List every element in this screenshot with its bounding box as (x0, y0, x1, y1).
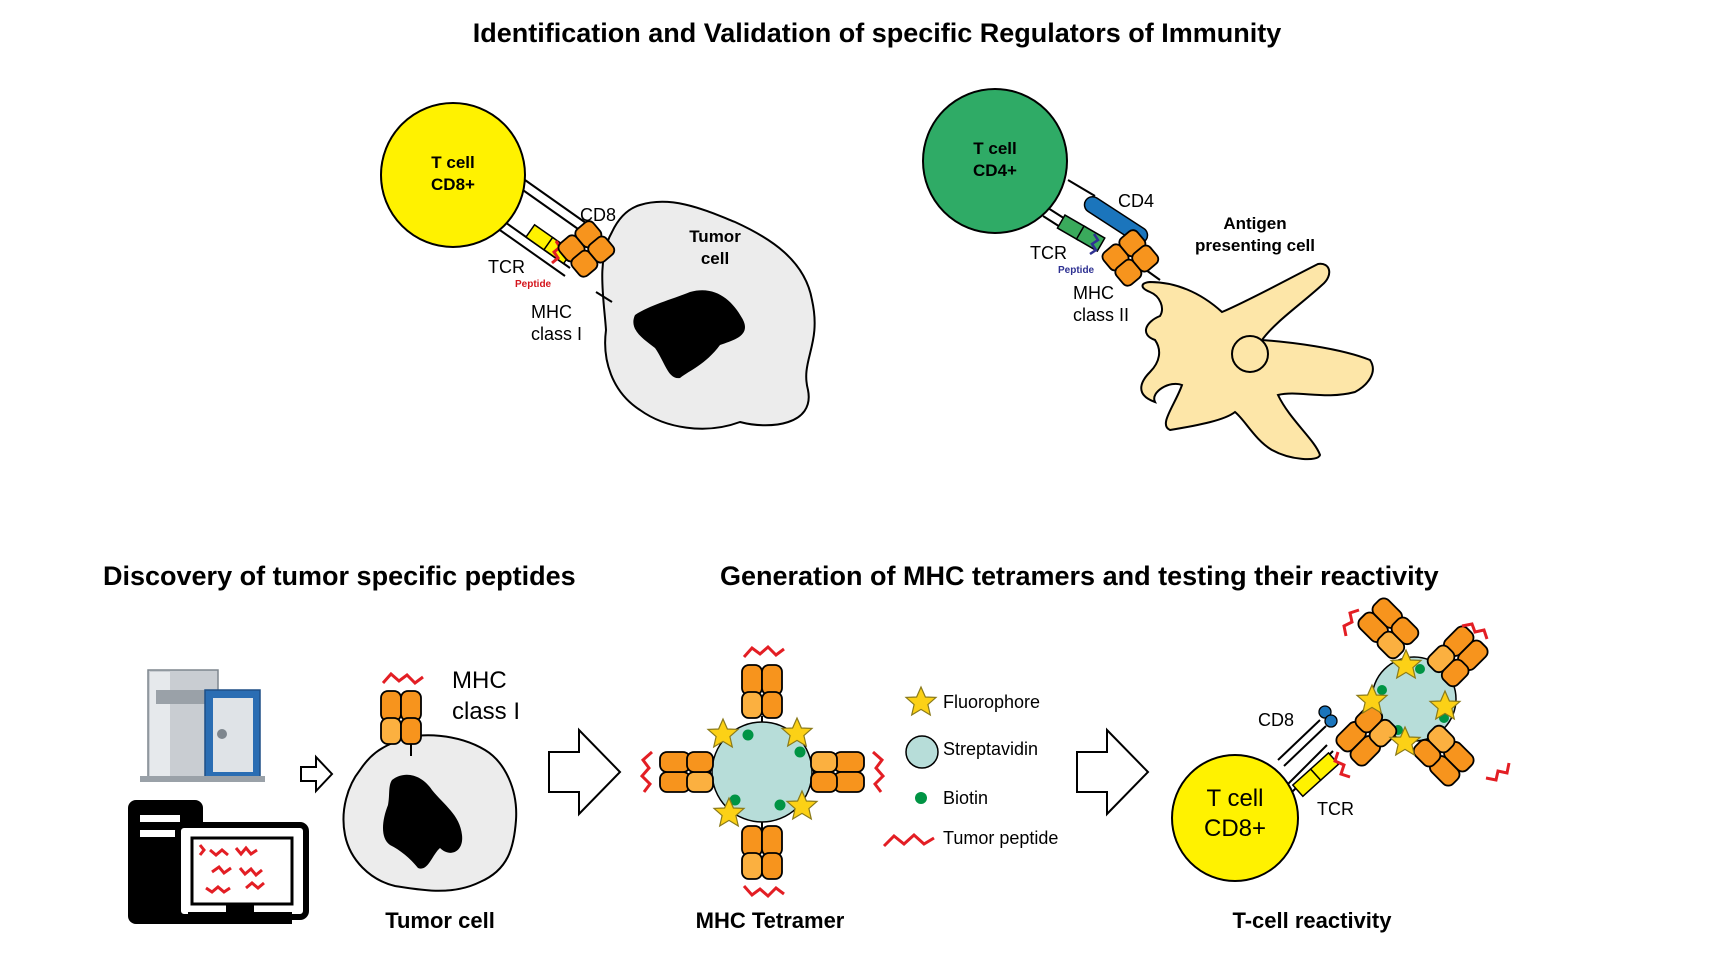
main-title: Identification and Validation of specifi… (473, 18, 1282, 48)
legend-streptavidin-label: Streptavidin (943, 739, 1038, 759)
cd8-label-reactivity: CD8 (1258, 710, 1294, 730)
tumor-nucleus-bottom (383, 774, 463, 869)
tcr-reactivity (1291, 751, 1340, 798)
tcr-label-top-left: TCR (488, 257, 525, 277)
tumor-cell-caption: Tumor cell (385, 908, 495, 933)
legend: Fluorophore Streptavidin Biotin Tumor pe… (882, 686, 1058, 848)
cd8-tumor-interaction: Tumor cell T cell CD8+ CD8 TCR Peptide M… (380, 102, 816, 430)
mhc-class-ii-top (1101, 229, 1160, 287)
mhc-ii-label-line2: class II (1073, 305, 1129, 325)
mhc-class-i-discovery (380, 690, 422, 745)
tumor-label-line2: cell (701, 249, 729, 268)
legend-biotin-icon (915, 792, 927, 804)
peptide-top-right (1089, 233, 1100, 256)
tcell-cd8-reactivity (1171, 754, 1299, 882)
peptide-label-top-right: Peptide (1058, 265, 1095, 276)
peptide-discovery (381, 671, 424, 685)
tcell-cd4-label-line1: T cell (973, 139, 1016, 158)
tumor-cell-discovery-group: MHC class I Tumor cell (342, 667, 520, 933)
tetramer-title: Generation of MHC tetramers and testing … (720, 561, 1439, 591)
legend-fluorophore-label: Fluorophore (943, 692, 1040, 712)
legend-fluorophore-icon (905, 686, 937, 716)
tumor-nucleus-top (633, 290, 745, 379)
legend-biotin-label: Biotin (943, 788, 988, 808)
apc-nucleus (1231, 335, 1269, 373)
discovery-title: Discovery of tumor specific peptides (103, 561, 576, 591)
tcell-cd8-label-line1: T cell (431, 153, 474, 172)
legend-streptavidin-icon (905, 735, 939, 769)
cd8-coreceptor-reactivity (1318, 705, 1338, 728)
tcr-top-right (1056, 214, 1106, 253)
cd4-label: CD4 (1118, 191, 1154, 211)
tcell-cd8-top (380, 102, 526, 248)
legend-peptide-label: Tumor peptide (943, 828, 1058, 848)
bound-tetramer (1332, 594, 1511, 790)
cd8-label-top: CD8 (580, 205, 616, 225)
mhc-i-label-line1: MHC (531, 302, 572, 322)
arrow-to-reactivity (1076, 727, 1150, 817)
mass-spectrometer-icon (140, 669, 265, 782)
mhc-i-discovery-line1: MHC (452, 667, 507, 694)
apc-label-line2: presenting cell (1195, 236, 1315, 255)
mhc-i-discovery-line2: class I (452, 698, 520, 725)
legend-peptide-icon (882, 832, 935, 848)
tetramer-caption: MHC Tetramer (696, 908, 845, 933)
reactivity-caption: T-cell reactivity (1233, 908, 1393, 933)
arrow-to-tetramer (548, 727, 622, 817)
small-arrow (300, 754, 334, 794)
tcr-label-top-right: TCR (1030, 243, 1067, 263)
tcell-cd4-label-line2: CD4+ (973, 161, 1017, 180)
tcell-reactivity-label-line1: T cell (1207, 785, 1264, 812)
mhc-tetramer: MHC Tetramer (639, 644, 886, 933)
peptide-label-top-left: Peptide (515, 279, 552, 290)
mhc-i-label-line2: class I (531, 324, 582, 344)
apc-label-line1: Antigen (1223, 214, 1286, 233)
mhc-class-i-top (557, 220, 616, 278)
tcell-cd4 (922, 88, 1068, 234)
computer-icon (128, 800, 309, 924)
cd4-apc-interaction: Antigen presenting cell T cell CD4+ CD4 … (922, 88, 1374, 461)
tcell-reactivity-label-line2: CD8+ (1204, 815, 1266, 842)
tumor-label-line1: Tumor (689, 227, 741, 246)
mhc-ii-label-line1: MHC (1073, 283, 1114, 303)
tcell-cd8-label-line2: CD8+ (431, 175, 475, 194)
tcr-label-reactivity: TCR (1317, 799, 1354, 819)
tcell-reactivity: T cell CD8+ CD8 TCR (1171, 594, 1511, 933)
